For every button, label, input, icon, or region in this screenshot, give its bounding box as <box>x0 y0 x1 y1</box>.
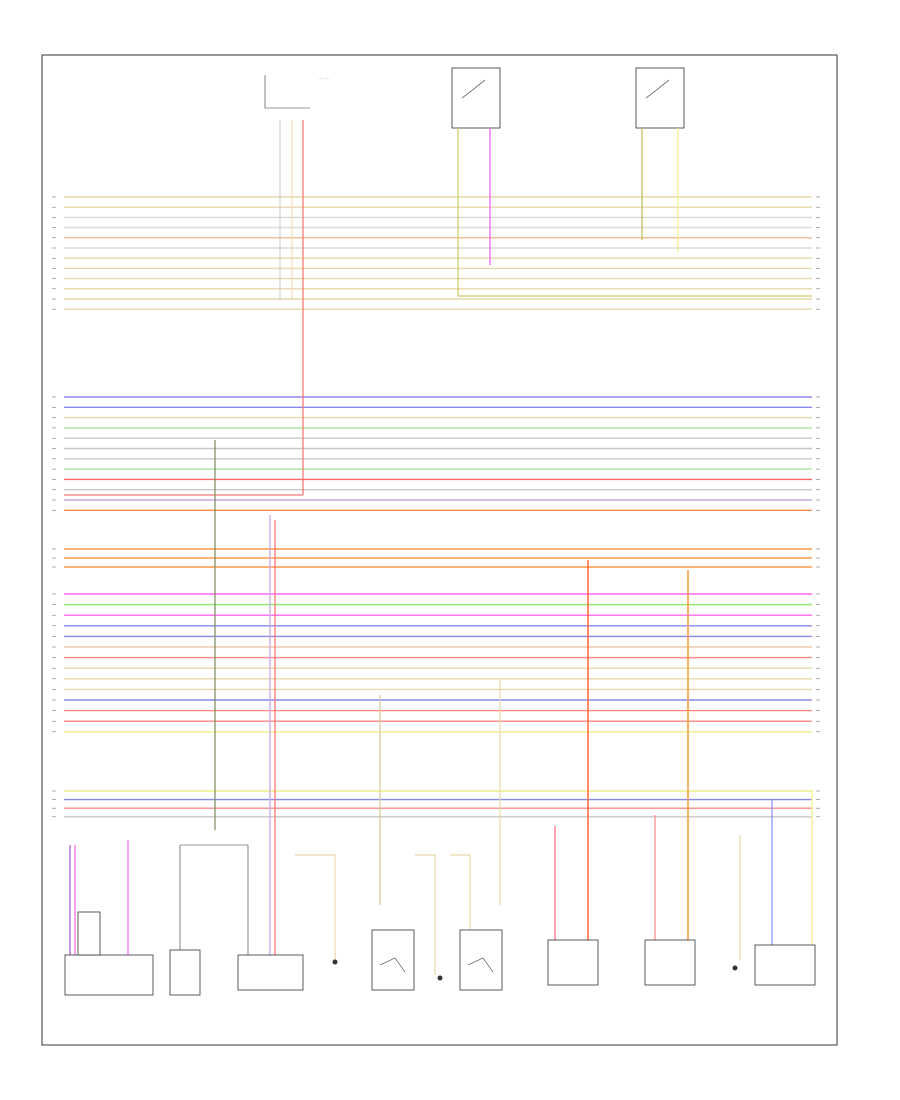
ground-3 <box>732 965 738 971</box>
ground-1 <box>332 959 338 965</box>
wire-buses <box>52 196 820 818</box>
top-connector-left: · · · · · · <box>64 75 330 496</box>
switch-1 <box>371 929 415 991</box>
module-5 <box>644 939 696 986</box>
module-6 <box>754 944 816 986</box>
top-switch-center <box>451 67 812 297</box>
ground-2 <box>437 975 443 981</box>
switch-2 <box>459 929 503 991</box>
module-3 <box>237 954 304 991</box>
top-switch-right <box>635 67 685 252</box>
module-4 <box>547 939 599 986</box>
drop-wires <box>69 440 813 975</box>
bottom-components <box>64 911 816 996</box>
module-1 <box>64 954 154 996</box>
svg-text:· · · · · ·: · · · · · · <box>318 77 330 81</box>
module-2 <box>169 949 201 996</box>
diagram-frame <box>41 54 838 1046</box>
